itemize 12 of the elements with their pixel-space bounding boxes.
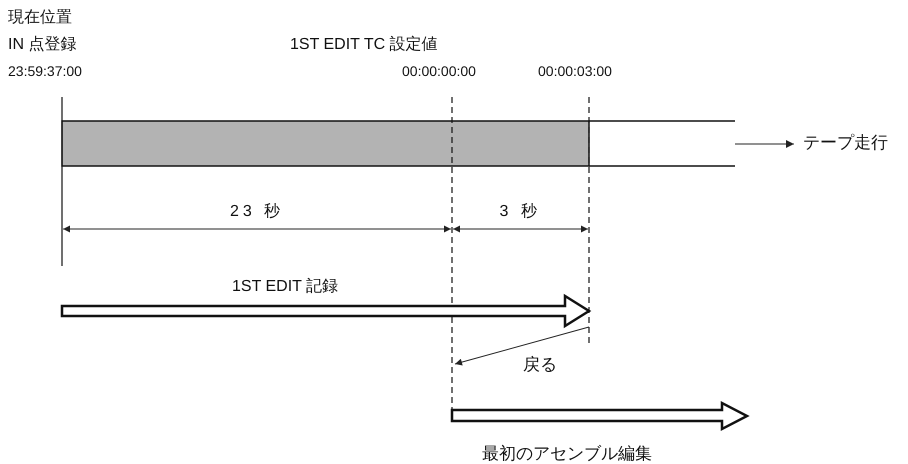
arrow-label: 最初のアセンブル編集 <box>482 445 652 464</box>
timecode-label: 00:00:03:00 <box>538 64 612 80</box>
heading-text: 1ST EDIT TC 設定値 <box>290 36 438 54</box>
dimension-label: 3 秒 <box>500 203 541 221</box>
timecode-label: 23:59:37:00 <box>8 64 82 80</box>
heading-text: IN 点登録 <box>8 36 76 54</box>
dimension-label: 23 秒 <box>230 203 284 221</box>
arrow-label: 1ST EDIT 記録 <box>232 278 338 296</box>
heading-text: 現在位置 <box>8 9 72 27</box>
direction-label: テープ走行 <box>803 134 888 153</box>
arrow-label: 戻る <box>523 356 557 375</box>
timecode-label: 00:00:00:00 <box>402 64 476 80</box>
